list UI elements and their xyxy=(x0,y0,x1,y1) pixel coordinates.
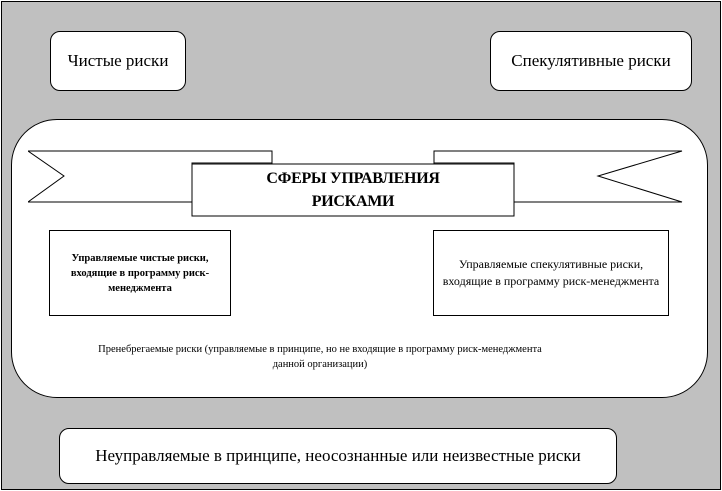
speculative-risks-label: Спекулятивные риски xyxy=(511,51,671,70)
managed-pure-risks-label: Управляемые чистые риски, входящие в про… xyxy=(70,252,210,294)
title-line-2: РИСКАМИ xyxy=(311,193,395,210)
managed-speculative-risks-box: Управляемые спекулятивные риски, входящи… xyxy=(433,230,669,316)
diagram-title: СФЕРЫ УПРАВЛЕНИЯ РИСКАМИ xyxy=(192,164,514,216)
neglected-risks-label: Пренебрегаемые риски (управляемые в прин… xyxy=(98,344,542,370)
title-line-1: СФЕРЫ УПРАВЛЕНИЯ xyxy=(266,170,440,187)
pure-risks-label: Чистые риски xyxy=(67,51,169,70)
pure-risks-box: Чистые риски xyxy=(50,31,186,91)
speculative-risks-box: Спекулятивные риски xyxy=(490,31,692,91)
ribbon-center-panel xyxy=(191,163,515,217)
managed-speculative-risks-label: Управляемые спекулятивные риски, входящи… xyxy=(442,257,660,288)
unmanaged-risks-box: Неуправляемые в принципе, неосознанные и… xyxy=(59,428,617,484)
ribbon-banner xyxy=(28,150,683,217)
managed-pure-risks-box: Управляемые чистые риски, входящие в про… xyxy=(49,230,231,316)
unmanaged-risks-label: Неуправляемые в принципе, неосознанные и… xyxy=(95,446,581,465)
